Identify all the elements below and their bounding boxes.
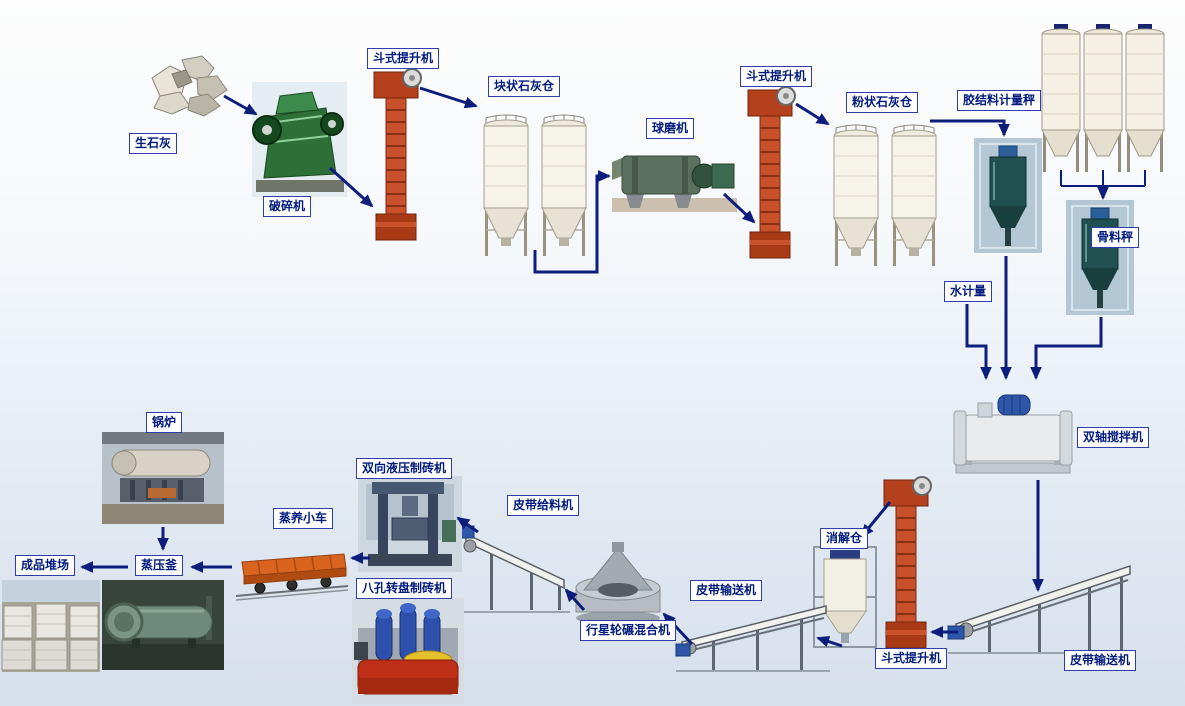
- aggregate-scale-photo: [1065, 199, 1135, 316]
- boiler-photo: [102, 432, 224, 524]
- bucket-elevator-3-photo: [883, 476, 932, 649]
- bucket-elevator-2-photo: [747, 86, 796, 259]
- belt-feeder-photo: [459, 525, 570, 613]
- aggregate-silos-photo: [1041, 23, 1165, 173]
- slaking-silo-photo: [813, 546, 877, 648]
- flow-arrows: [80, 86, 1146, 648]
- label-belt-conveyor-middle: 皮带输送机: [690, 580, 763, 601]
- label-ball-mill: 球磨机: [646, 118, 695, 139]
- belt-conveyor-middle-photo: [675, 605, 830, 672]
- label-steam-cart: 蒸养小车: [273, 508, 334, 529]
- label-lump-lime-silo: 块状石灰仓: [488, 76, 561, 97]
- label-boiler: 锅炉: [146, 412, 183, 433]
- autoclave-photo: [102, 580, 224, 670]
- label-water-meter: 水计量: [944, 281, 993, 302]
- label-bucket-elevator-1: 斗式提升机: [367, 48, 440, 69]
- label-autoclave: 蒸压釜: [135, 555, 184, 576]
- steam-cart-photo: [235, 553, 349, 601]
- binder-scale-photo: [973, 137, 1043, 254]
- bucket-elevator-1-photo: [373, 68, 422, 241]
- label-rotary-press: 八孔转盘制砖机: [356, 578, 453, 599]
- limestone-rocks-photo: [151, 55, 228, 117]
- label-powder-lime-silo: 粉状石灰仓: [846, 92, 919, 113]
- powder-lime-silos-photo: [833, 124, 937, 267]
- label-aggregate-scale: 骨料秤: [1091, 227, 1140, 248]
- label-hydraulic-press: 双向液压制砖机: [356, 458, 453, 479]
- twin-shaft-mixer-photo: [953, 394, 1073, 474]
- label-slaking-silo: 消解仓: [820, 528, 869, 549]
- planetary-mixer-photo: [575, 542, 661, 625]
- label-binder-scale: 胶结料计量秤: [957, 90, 1042, 111]
- label-crusher: 破碎机: [263, 196, 312, 217]
- lump-lime-silos-photo: [483, 114, 587, 257]
- rotary-press-photo: [352, 598, 464, 704]
- label-belt-conveyor-right: 皮带输送机: [1064, 650, 1137, 671]
- label-twin-shaft-mixer: 双轴搅拌机: [1077, 427, 1150, 448]
- jaw-crusher-photo: [252, 82, 347, 197]
- ball-mill-photo: [612, 155, 737, 212]
- product-yard-photo: [1, 580, 100, 672]
- label-quicklime: 生石灰: [129, 133, 178, 154]
- hydraulic-press-photo: [358, 476, 462, 572]
- label-product-yard: 成品堆场: [15, 555, 76, 576]
- label-bucket-elevator-3: 斗式提升机: [875, 648, 948, 669]
- label-belt-feeder: 皮带给料机: [507, 495, 580, 516]
- belt-conveyor-right-photo: [947, 564, 1136, 654]
- label-bucket-elevator-2: 斗式提升机: [740, 66, 813, 87]
- label-planetary-mixer: 行星轮碾混合机: [580, 620, 677, 641]
